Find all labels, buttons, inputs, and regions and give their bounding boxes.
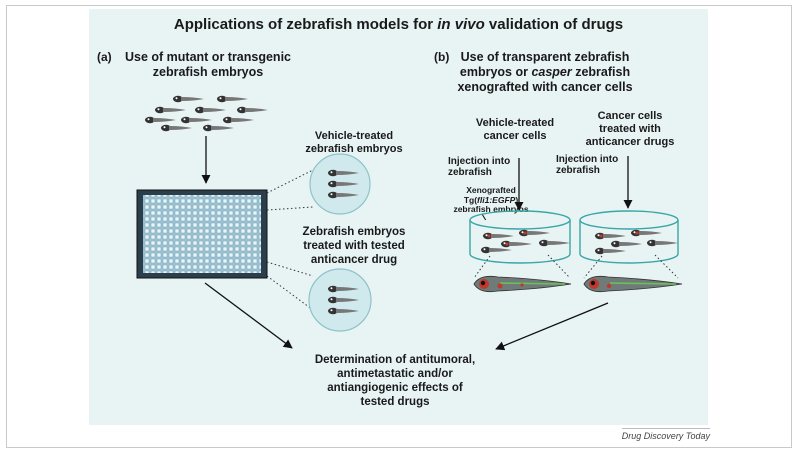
fish-zoom-lines (473, 254, 679, 279)
zoom-lines (266, 169, 314, 311)
panel-a-heading: Use of mutant or transgenic zebrafish em… (125, 50, 291, 79)
injection-right-label: Injection into zebrafish (556, 154, 619, 176)
drug-circle (308, 268, 372, 332)
xenograft-label: Xenografted Tg(fli1:EGFP) zebrafish embr… (453, 185, 529, 214)
figure-title: Applications of zebrafish models for in … (173, 16, 624, 33)
journal-credit: Drug Discovery Today (621, 428, 710, 441)
injection-left-label: Injection into zebrafish (448, 156, 511, 178)
vehicle-circle (309, 153, 371, 215)
dish-vehicle (469, 210, 571, 264)
panel-a-label: (a) (97, 50, 112, 64)
vehicle-treated-label: Vehicle-treated zebrafish embryos (305, 130, 403, 155)
dish-drug (579, 210, 679, 264)
arrow-b-to-result (495, 302, 609, 351)
result-text: Determination of antitumoral, antimetast… (314, 354, 476, 408)
vehicle-cells-label: Vehicle-treated cancer cells (475, 117, 555, 142)
panel-b-heading: Use of transparent zebrafish embryos or … (457, 50, 633, 94)
enlarged-fish-drug (583, 275, 683, 293)
larvae-cluster (145, 95, 268, 132)
multiwell-plate (136, 189, 268, 279)
enlarged-fish-vehicle (473, 275, 572, 293)
drug-cells-label: Cancer cells treated with anticancer dru… (585, 110, 675, 148)
panel-b-label: (b) (434, 50, 450, 64)
drug-treated-label: Zebrafish embryos treated with tested an… (302, 226, 406, 266)
arrow-a-to-result (204, 282, 293, 349)
